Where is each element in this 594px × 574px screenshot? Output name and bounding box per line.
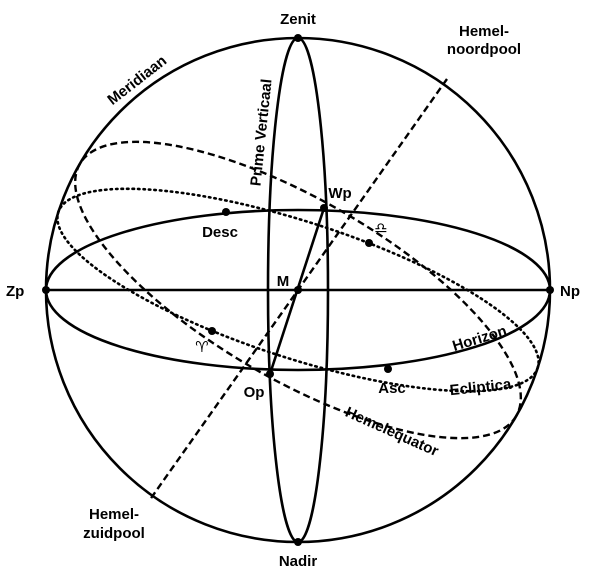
asc-label: Asc	[378, 380, 406, 397]
hemelnoordpool-label-line2: noordpool	[447, 41, 521, 58]
np-point	[546, 286, 554, 294]
nadir-label: Nadir	[279, 553, 318, 570]
libra-point	[365, 239, 373, 247]
zp-point	[42, 286, 50, 294]
hemelequator-label: Hemelequator	[343, 404, 441, 460]
desc-label: Desc	[202, 224, 238, 241]
zenit-label: Zenit	[280, 11, 316, 28]
wp-label: Wp	[328, 185, 351, 202]
desc-point	[222, 208, 230, 216]
libra-symbol: ♎	[374, 219, 387, 237]
aries-point	[208, 327, 216, 335]
nadir-point	[294, 538, 302, 546]
aries-symbol: ♈	[195, 338, 208, 356]
op-point	[266, 370, 274, 378]
hemelzuidpool-label-line1: Hemel-	[89, 506, 139, 523]
zp-label: Zp	[6, 283, 24, 300]
wp-point	[320, 204, 328, 212]
horizon-label: Horizon	[451, 322, 509, 355]
asc-point	[384, 365, 392, 373]
np-label: Np	[560, 283, 580, 300]
hemelnoordpool-label-line1: Hemel-	[459, 23, 509, 40]
m-point	[294, 286, 302, 294]
zenit-point	[294, 34, 302, 42]
hemelzuidpool-label-line2: zuidpool	[83, 525, 145, 542]
m-label: M	[277, 273, 290, 290]
ecliptica-label: Ecliptica	[449, 376, 513, 399]
op-label: Op	[244, 384, 265, 401]
